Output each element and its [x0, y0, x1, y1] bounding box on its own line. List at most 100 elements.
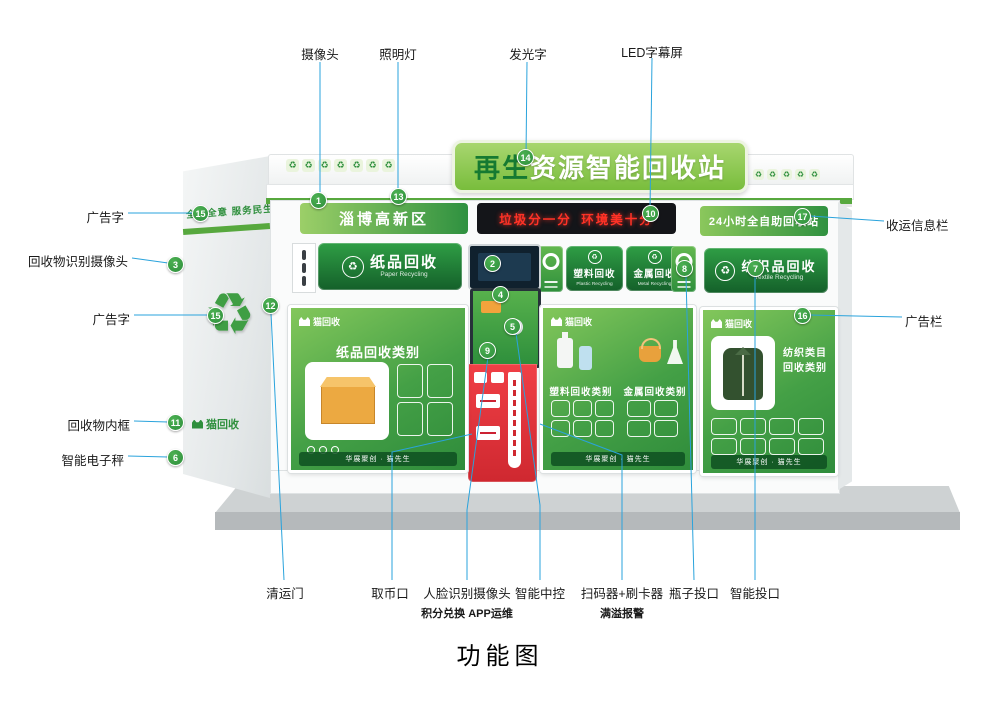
recycle-icon: ♻	[587, 250, 602, 264]
label-ad-text-top: 广告字	[86, 211, 124, 225]
cardboard-box-card	[305, 362, 389, 440]
canopy-icon-row-left: ♻ ♻ ♻ ♻ ♻ ♻ ♻	[286, 159, 395, 172]
coin-outlet-window	[476, 426, 500, 440]
textile-poster-title: 纺织类目回收类别	[783, 348, 827, 374]
category-icon-cell	[798, 438, 824, 455]
recycle-emblem-icon: ♻	[203, 282, 255, 347]
callout-marker-17: 17	[794, 208, 811, 225]
label-subtext: 满溢报警	[600, 608, 644, 620]
indicator-bar	[302, 263, 306, 273]
label-collection-info-bar: 收运信息栏	[886, 219, 949, 233]
label-bottle-slot: 瓶子投口	[668, 587, 720, 601]
side-brand-logo: 猫回收	[192, 416, 239, 432]
recycle-icon: ♻	[382, 159, 395, 172]
category-icon-cell	[573, 400, 592, 417]
callout-marker-7: 7	[747, 260, 764, 277]
category-icon-cell	[711, 418, 737, 435]
ground-platform-front	[215, 512, 960, 530]
recycle-icon: ♻	[715, 260, 736, 281]
label-subtext: 积分兑换 APP运维	[421, 608, 513, 620]
poster-brand-text: 猫回收	[565, 317, 593, 327]
jacket-card	[711, 336, 775, 410]
bottle-slot-left	[538, 246, 563, 292]
metal-bay-name: 金属回收	[633, 269, 676, 280]
service-red-panel	[468, 364, 537, 482]
category-icon-cell	[551, 400, 570, 417]
leader-line	[131, 257, 169, 264]
callout-marker-9: 9	[479, 342, 496, 359]
category-icon-cell	[397, 402, 423, 436]
screen-content-block	[481, 301, 501, 313]
label-illuminated-sign: 发光字	[509, 48, 547, 62]
face-camera-screen	[468, 244, 541, 290]
recycle-icon: ♻	[767, 169, 778, 180]
callout-marker-5: 5	[504, 318, 521, 335]
cat-logo-icon	[551, 317, 562, 326]
plastic-category-grid	[551, 400, 614, 437]
label-lighting: 照明灯	[379, 48, 417, 62]
leader-line	[133, 420, 169, 423]
cardboard-box-illustration	[321, 386, 375, 424]
sign-rest-text: 资源智能回收站	[530, 153, 727, 183]
plastic-bay-name: 塑料回收	[573, 269, 616, 280]
textile-category-grid	[711, 418, 824, 455]
textile-poster: 猫回收 纺织类目回收类别 华展聚创 · 猫先生	[700, 307, 838, 476]
callout-marker-2: 2	[484, 255, 501, 272]
district-name-band: 淄博高新区	[300, 203, 468, 234]
category-icon-cell	[740, 418, 766, 435]
recycle-icon: ♻	[318, 159, 331, 172]
label-smart-control: 智能中控	[514, 587, 566, 601]
indicator-bar	[302, 276, 306, 286]
paper-poster: 猫回收 纸品回收类别 华展聚创 · 猫先生	[288, 305, 468, 473]
label-smart-scale: 智能电子秤	[61, 454, 124, 468]
category-icon-cell	[654, 420, 678, 437]
paper-bay-header: ♻ 纸品回收 Paper Recycling	[318, 243, 462, 290]
label-face-recognition: 人脸识别摄像头 积分兑换 APP运维	[421, 583, 513, 621]
textile-bay-header: ♻ 纺织品回收 Textile Recycling	[704, 248, 828, 293]
textile-bay-name-en: Textile Recycling	[754, 274, 804, 282]
recycle-icon: ♻	[334, 159, 347, 172]
label-text: 人脸识别摄像头	[423, 587, 511, 601]
cat-logo-icon	[192, 419, 203, 429]
metal-poster-title: 金属回收类别	[623, 387, 687, 398]
label-ad-text-side: 广告字	[92, 313, 130, 327]
paper-poster-title: 纸品回收类别	[335, 345, 420, 360]
callout-marker-11: 11	[167, 414, 184, 431]
callout-marker-4: 4	[492, 286, 509, 303]
label-ad-board: 广告栏	[905, 315, 943, 329]
recycle-icon: ♻	[366, 159, 379, 172]
paper-bay-name: 纸品回收	[369, 253, 438, 271]
category-icon-cell	[427, 402, 453, 436]
poster-brand-text: 猫回收	[725, 319, 753, 329]
callout-marker-13: 13	[390, 188, 407, 205]
recycle-icon: ♻	[286, 159, 299, 172]
poster-brand-logo: 猫回收	[551, 315, 592, 328]
paper-bay-name-en: Paper Recycling	[380, 271, 428, 279]
metal-category-grid	[627, 400, 678, 437]
coin-outlet-icon	[474, 372, 487, 383]
status-indicator-strip	[292, 243, 316, 293]
side-brand-text: 猫回收	[206, 419, 239, 431]
category-icon-cell	[627, 400, 651, 417]
plastic-bottle-illustration	[579, 346, 592, 370]
plastic-poster-title: 塑料回收类别	[549, 387, 613, 398]
detergent-bottle-illustration	[557, 332, 573, 368]
indicator-bar	[302, 250, 306, 260]
poster-footer-logos: 华展聚创 · 猫先生	[711, 455, 827, 469]
station-right-wall	[838, 202, 852, 490]
plastic-metal-poster: 猫回收 塑料回收类别 金属回收类别 华展聚创 · 猫先生	[540, 305, 696, 473]
category-icon-cell	[627, 420, 651, 437]
category-icon-cell	[427, 364, 453, 398]
recycle-icon: ♻	[302, 159, 315, 172]
cat-logo-icon	[711, 319, 722, 328]
callout-marker-6: 6	[167, 449, 184, 466]
poster-footer-logos: 华展聚创 · 猫先生	[299, 452, 457, 466]
recycle-icon: ♻	[647, 250, 662, 264]
jacket-illustration	[723, 348, 763, 400]
label-recognition-camera: 回收物识别摄像头	[27, 255, 128, 269]
category-icon-cell	[769, 438, 795, 455]
poster-brand-logo: 猫回收	[299, 315, 340, 328]
label-coin-outlet: 取币口	[371, 587, 409, 601]
paint-bucket-illustration	[639, 338, 661, 362]
